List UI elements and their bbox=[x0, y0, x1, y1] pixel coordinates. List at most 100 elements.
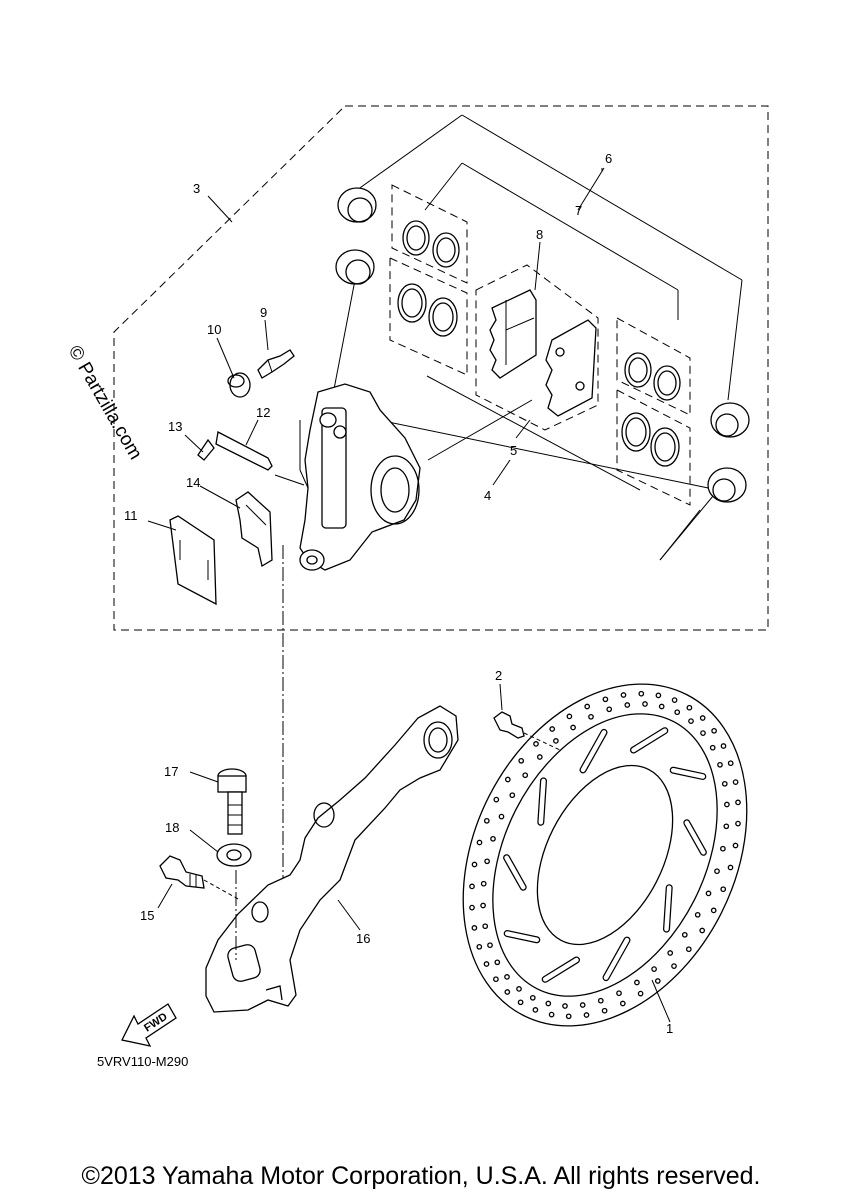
disc-hole bbox=[721, 780, 728, 787]
disc-slot bbox=[504, 931, 540, 943]
disc-hole bbox=[509, 792, 516, 799]
seal-rings-left bbox=[397, 220, 460, 337]
caliper-assembly-boundary bbox=[113, 105, 769, 631]
callout-leaders bbox=[147, 167, 671, 1023]
disc-hole bbox=[634, 979, 640, 986]
disc-hole bbox=[602, 696, 609, 703]
seal-kit-outline bbox=[329, 114, 743, 561]
disc-hole bbox=[583, 1012, 590, 1018]
bolt-leaders bbox=[203, 870, 241, 960]
disc-hole bbox=[709, 744, 716, 751]
piston-left-upper bbox=[337, 187, 377, 223]
disc-hole bbox=[504, 776, 511, 783]
disc-hole bbox=[735, 799, 741, 806]
disc-hole bbox=[694, 911, 701, 918]
disc-hole bbox=[658, 703, 665, 710]
callout-1: 1 bbox=[666, 1021, 673, 1036]
disc-hole bbox=[720, 886, 727, 893]
disc-hole bbox=[720, 743, 727, 749]
piston-seal-outline bbox=[424, 162, 679, 491]
disc-hole bbox=[545, 1000, 552, 1007]
disc-hole bbox=[471, 861, 478, 868]
disc-hole bbox=[469, 883, 475, 890]
piston-right-upper bbox=[710, 402, 750, 438]
callout-16: 16 bbox=[356, 931, 370, 946]
disc-hole bbox=[482, 923, 489, 930]
callout-10: 10 bbox=[207, 322, 221, 337]
disc-hole bbox=[714, 868, 720, 875]
disc-hole bbox=[516, 986, 522, 992]
disc-hole bbox=[504, 989, 511, 995]
disc-hole bbox=[727, 864, 734, 871]
disc-slot bbox=[542, 957, 579, 982]
disc-hole bbox=[711, 727, 717, 734]
disc-hole bbox=[471, 925, 478, 931]
disc-hole bbox=[671, 963, 677, 969]
disc-hole bbox=[699, 715, 706, 721]
callout-15: 15 bbox=[140, 908, 154, 923]
disc-hole bbox=[518, 757, 525, 764]
disc-hole bbox=[654, 978, 661, 984]
disc-slot bbox=[504, 855, 526, 890]
watermark: © Partzilla.com bbox=[64, 342, 146, 463]
disc-hole bbox=[606, 706, 613, 713]
callout-7: 7 bbox=[575, 203, 582, 218]
disc-hole bbox=[570, 724, 576, 731]
bleeder-cap bbox=[227, 372, 251, 398]
callout-5: 5 bbox=[510, 443, 517, 458]
disc-hole bbox=[705, 890, 712, 897]
disc-holes bbox=[469, 690, 741, 1020]
disc-hole bbox=[487, 942, 493, 949]
disc-hole bbox=[700, 730, 706, 736]
disc-hole bbox=[727, 760, 734, 767]
caliper-leaders bbox=[274, 399, 533, 935]
disc-hole bbox=[548, 1011, 555, 1018]
disc-hole bbox=[642, 701, 648, 707]
disc-hole bbox=[565, 1013, 572, 1020]
disc-hole bbox=[480, 902, 486, 909]
disc-hole bbox=[522, 772, 529, 779]
disc-hole bbox=[483, 817, 490, 824]
disc-hole bbox=[562, 1003, 568, 1009]
disc-slot bbox=[664, 885, 672, 932]
callout-14: 14 bbox=[186, 475, 200, 490]
right-seal-box-lower bbox=[616, 389, 691, 506]
disc-slot bbox=[580, 730, 607, 773]
disc-hole bbox=[490, 835, 496, 842]
piston-right-lower bbox=[707, 467, 747, 503]
disc-hole bbox=[588, 713, 594, 720]
disc-hole bbox=[685, 946, 692, 953]
seal-rings-right bbox=[621, 352, 681, 467]
brake-pad-left bbox=[489, 289, 537, 379]
disc-slot bbox=[631, 728, 668, 753]
piston-left-lower bbox=[335, 249, 375, 285]
pin-clip bbox=[197, 438, 215, 461]
callout-2: 2 bbox=[495, 668, 502, 683]
disc-hole bbox=[529, 994, 536, 1001]
caliper-bracket bbox=[205, 705, 459, 1013]
pad-spring bbox=[235, 491, 273, 568]
disc-hole bbox=[483, 961, 490, 967]
disc-hole bbox=[735, 820, 741, 827]
disc-hole bbox=[498, 813, 505, 820]
disc-hole bbox=[549, 726, 556, 732]
disc-hole bbox=[732, 842, 739, 849]
callout-4: 4 bbox=[484, 488, 491, 503]
disc-hole bbox=[601, 1007, 608, 1014]
disc-hole bbox=[723, 823, 730, 830]
pad-box bbox=[475, 264, 599, 431]
right-seal-box-upper bbox=[616, 317, 691, 416]
brake-pad-right bbox=[545, 319, 597, 417]
disc-hole bbox=[686, 704, 693, 711]
left-seal-box-upper bbox=[391, 184, 468, 284]
disc-hole bbox=[597, 997, 604, 1004]
disc-hole bbox=[624, 702, 631, 708]
disc-hole bbox=[536, 754, 543, 760]
disc-hole bbox=[504, 974, 510, 980]
disc-hole bbox=[732, 779, 739, 785]
callout-8: 8 bbox=[536, 227, 543, 242]
bracket-bolt-short bbox=[159, 855, 205, 889]
pad-shim bbox=[169, 515, 217, 606]
callout-9: 9 bbox=[260, 305, 267, 320]
